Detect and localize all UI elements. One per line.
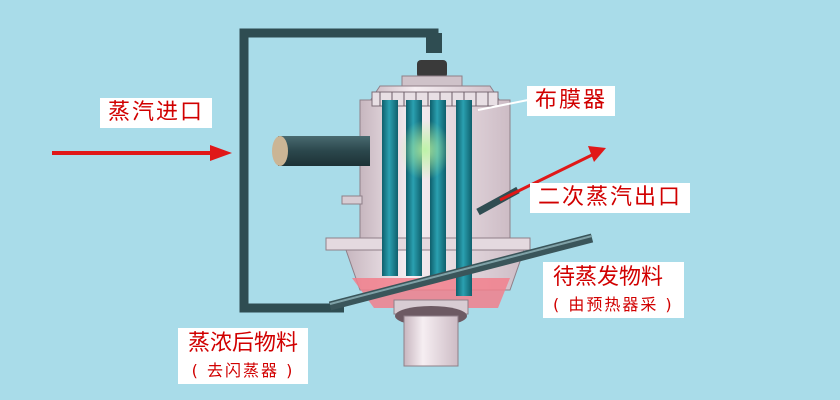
steam-inlet-pipe xyxy=(272,136,370,166)
feed-label-sub: ( 由预热器采 ) xyxy=(553,295,674,314)
product-label-sub: ( 去闪蒸器 ) xyxy=(191,361,295,380)
secondary-steam-outlet-label: 二次蒸汽出口 xyxy=(530,183,691,213)
product-outlet-nozzle xyxy=(393,299,469,367)
product-label: 蒸浓后物料 ( 去闪蒸器 ) xyxy=(178,328,309,384)
secondary-steam-arrow xyxy=(499,146,606,202)
feed-pipe xyxy=(328,233,594,311)
product-label-main: 蒸浓后物料 xyxy=(188,331,299,356)
steam-bypass-pipe xyxy=(239,28,442,313)
evaporator-tubes xyxy=(382,100,472,296)
distributor-pointer xyxy=(477,99,529,111)
film-distributor-label: 布膜器 xyxy=(527,86,616,116)
steam-inlet-label: 蒸汽进口 xyxy=(100,98,213,128)
lower-flange xyxy=(325,237,531,251)
feed-label: 待蒸发物料 ( 由预热器采 ) xyxy=(543,262,684,318)
steam-inlet-arrow xyxy=(52,145,232,161)
top-flange xyxy=(401,60,463,87)
steam-glow xyxy=(399,120,451,180)
mid-flange-left xyxy=(341,195,363,205)
feed-label-main: 待蒸发物料 xyxy=(553,265,664,290)
